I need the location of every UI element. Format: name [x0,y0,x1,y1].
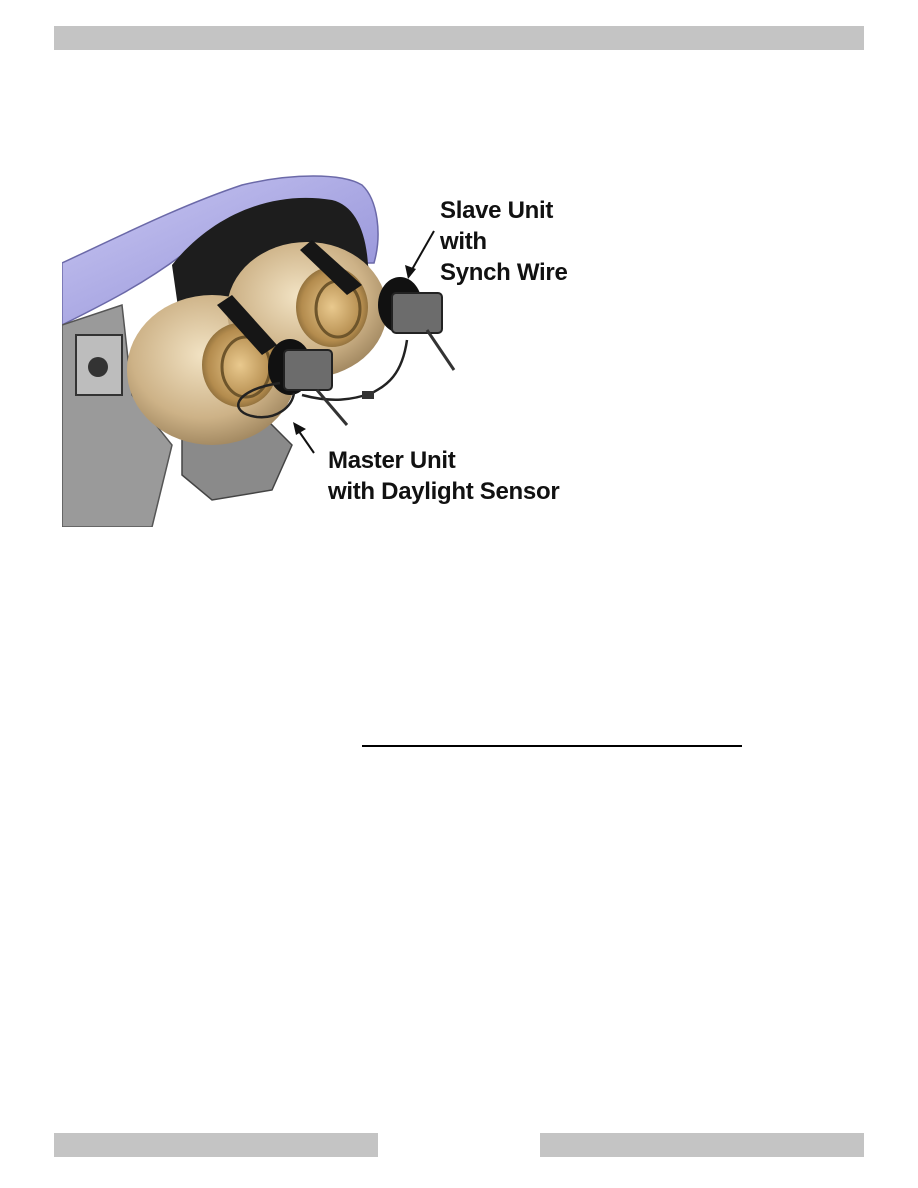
slave-connector [392,293,442,333]
slave-unit-line-3: Synch Wire [440,257,610,288]
master-unit-callout: Master Unit with Daylight Sensor [328,445,588,507]
slave-unit-line-2: with [440,226,610,257]
master-connector [284,350,332,390]
header-bar [54,26,864,50]
slave-unit-callout: Slave Unit with Synch Wire [440,195,610,288]
slave-unit-line-1: Slave Unit [440,195,610,226]
slave-arrow [410,231,434,273]
bracket-bolt [88,357,108,377]
horizontal-rule [362,745,742,747]
master-unit-line-1: Master Unit [328,445,588,476]
footer-bar-left [54,1133,378,1157]
footer-bar-right [540,1133,864,1157]
master-unit-line-2: with Daylight Sensor [328,476,588,507]
